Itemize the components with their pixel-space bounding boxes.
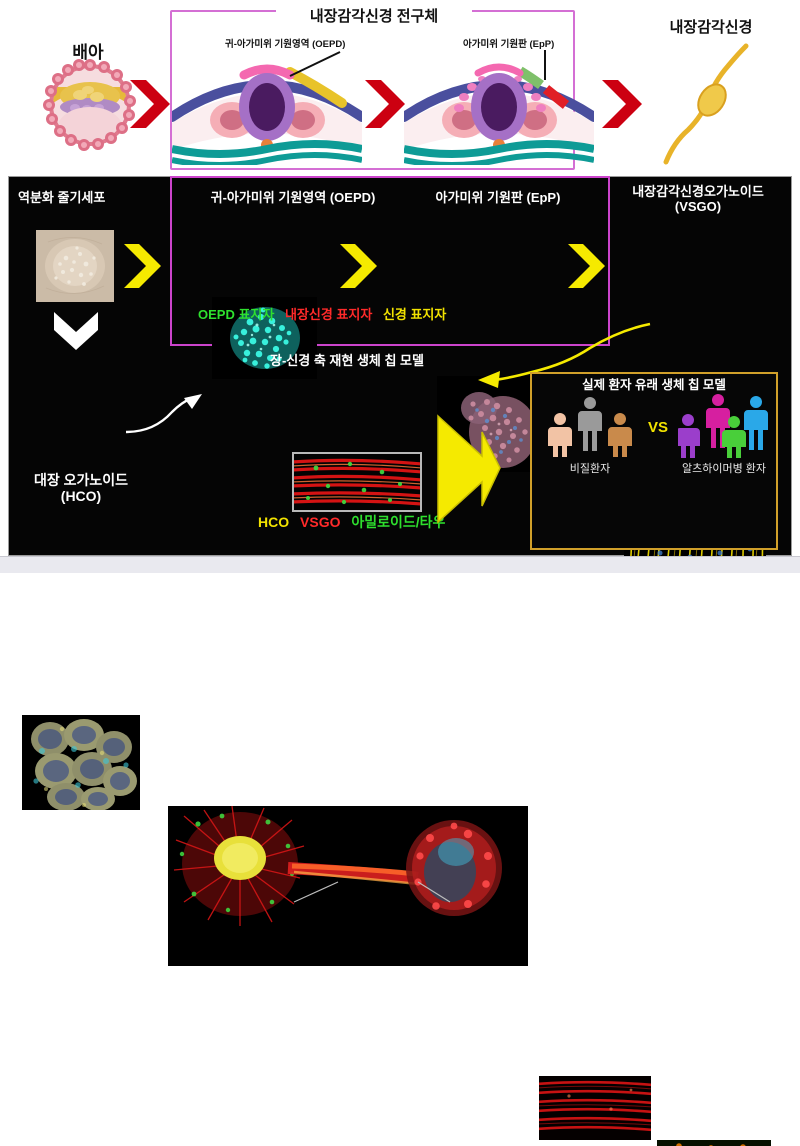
oepd-title: 귀-아가미위 기원영역 (OEPD) bbox=[210, 190, 376, 205]
vs-label: VS bbox=[648, 419, 669, 436]
vsgo-title-line1: 내장감각신경오가노이드 bbox=[632, 184, 764, 199]
oepd-epp-inner-frame bbox=[170, 176, 610, 346]
footer-band bbox=[0, 556, 800, 573]
precursor-title: 내장감각신경 전구체 bbox=[309, 8, 439, 25]
marker-legend: OEPD 표지자 내장신경 표지자 신경 표지자 bbox=[198, 304, 446, 323]
embryo-illustration bbox=[42, 57, 138, 153]
red-chevron-arrow-1 bbox=[128, 78, 170, 130]
legend-neuron-marker: 신경 표지자 bbox=[382, 307, 447, 322]
visceral-sensory-nerve-label: 내장감각신경 bbox=[669, 19, 753, 36]
oepd-micrograph bbox=[212, 297, 317, 379]
hco-to-chip-arrow bbox=[124, 392, 204, 441]
epp-callout-label: 아가미위 기원판 (EpP) bbox=[463, 39, 555, 50]
healthy-axon-micrograph bbox=[539, 1076, 651, 1140]
epp-title: 아가미위 기원판 (EpP) bbox=[435, 190, 561, 205]
alzheimer-axon-micrograph bbox=[657, 1140, 771, 1146]
cross-section-epp-illustration bbox=[399, 45, 599, 168]
oepd-callout-line bbox=[288, 50, 342, 83]
legend-vsgo: VSGO bbox=[300, 514, 341, 530]
ipsc-micrograph bbox=[36, 230, 114, 302]
red-chevron-arrow-3 bbox=[600, 78, 642, 130]
patient-box-title: 실제 환자 유래 생체 칩 모델 bbox=[582, 378, 726, 392]
bracket-title-mask bbox=[276, 2, 472, 22]
legend-amyloidtau: 아밀로이드/타우 bbox=[351, 514, 446, 530]
legend-visceral-marker: 내장신경 표지자 bbox=[284, 307, 373, 322]
healthy-group-figures bbox=[542, 395, 638, 462]
yellow-chevron-arrow-1 bbox=[122, 242, 162, 290]
vsgo-title-line2: (VSGO) bbox=[674, 198, 722, 214]
vsgo-to-chip-curved-arrow bbox=[470, 318, 655, 395]
neuron-illustration bbox=[650, 42, 760, 172]
alzheimer-group-label: 알츠하이머병 환자 bbox=[681, 463, 766, 475]
chip-legend: HCO VSGO 아밀로이드/타우 bbox=[258, 512, 445, 532]
yellow-chevron-arrow-2 bbox=[338, 242, 378, 290]
oepd-callout-label: 귀-아가미위 기원영역 (OEPD) bbox=[225, 39, 346, 50]
hco-label-line2: (HCO) bbox=[60, 488, 102, 505]
legend-hco: HCO bbox=[258, 514, 290, 530]
white-down-chevron bbox=[52, 310, 100, 354]
healthy-group-label: 비질환자 bbox=[569, 463, 611, 475]
alzheimer-group-figures bbox=[676, 392, 774, 463]
chip-model-micrograph bbox=[168, 806, 528, 966]
red-chevron-arrow-2 bbox=[363, 78, 405, 130]
hco-label: 대장 오가노이드 (HCO) bbox=[20, 472, 142, 504]
legend-oepd-marker: OEPD 표지자 bbox=[198, 307, 275, 322]
embryo-label: 배아 bbox=[72, 43, 104, 62]
patient-chip-box bbox=[530, 372, 778, 550]
yellow-block-arrow-to-patient-box bbox=[432, 410, 504, 533]
vsgo-title: 내장감각신경오가노이드 (VSGO) bbox=[608, 184, 788, 215]
epp-callout-line bbox=[541, 48, 549, 87]
hco-label-line1: 대장 오가노이드 bbox=[33, 472, 129, 488]
hco-micrograph bbox=[22, 715, 140, 810]
chip-model-title: 장-신경 축 재현 생체 칩 모델 bbox=[270, 353, 424, 368]
cross-section-oepd-illustration bbox=[167, 45, 367, 168]
ipsc-title: 역분화 줄기세포 bbox=[18, 190, 106, 205]
axon-inset-frame bbox=[292, 452, 422, 512]
yellow-chevron-arrow-3 bbox=[566, 242, 606, 290]
